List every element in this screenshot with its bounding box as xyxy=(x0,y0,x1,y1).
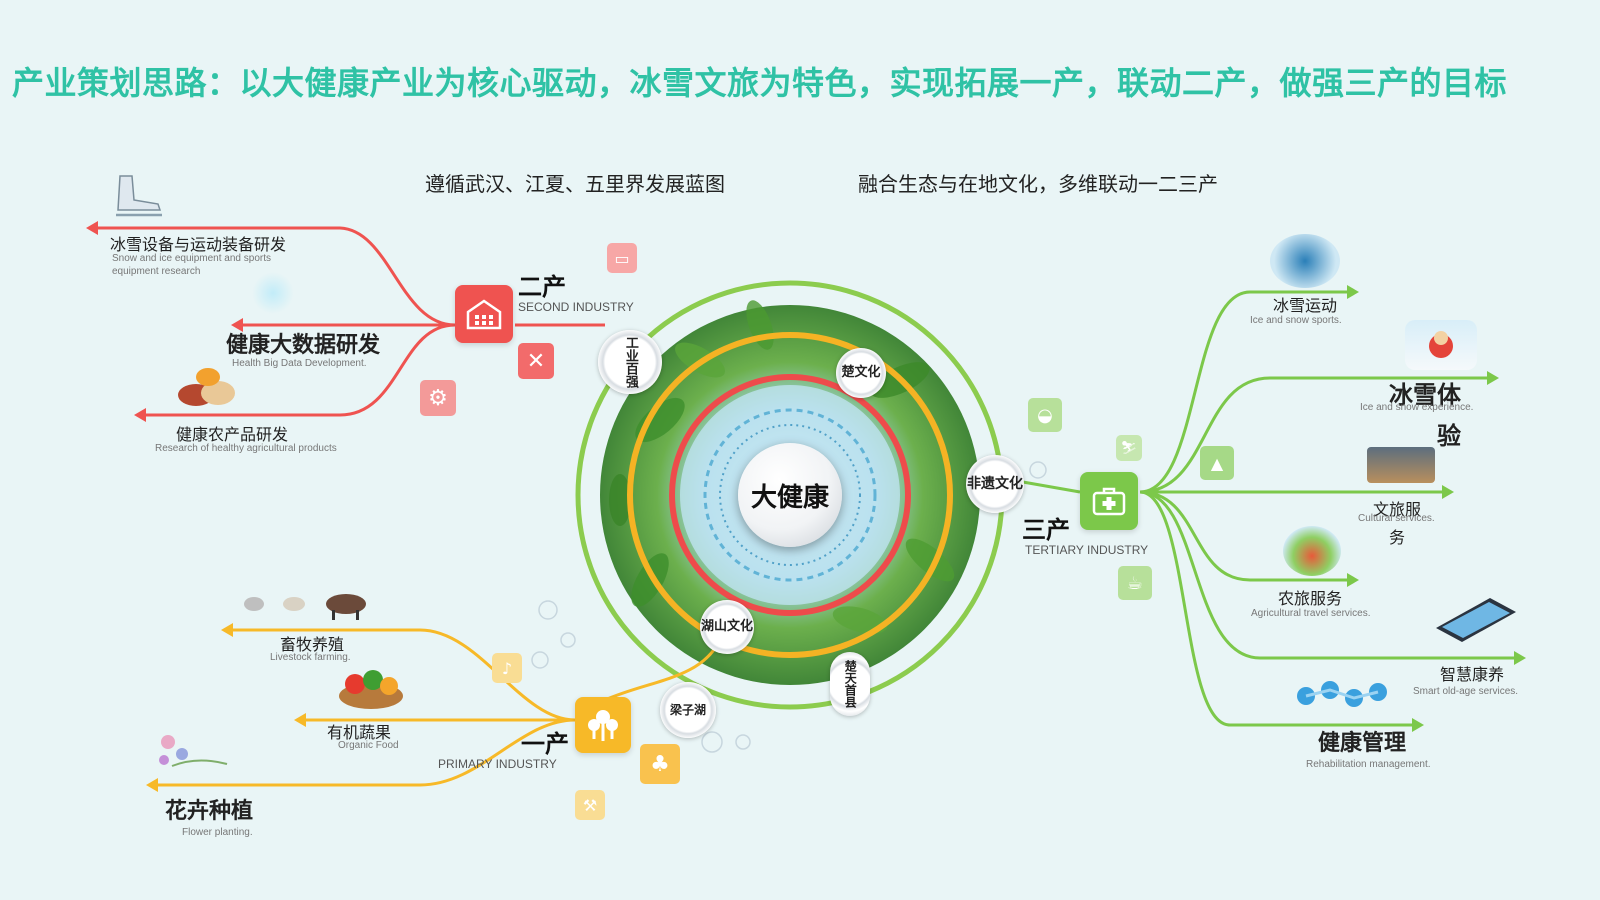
subtitle-left: 遵循武汉、江夏、五里界发展蓝图 xyxy=(425,172,725,196)
coffee-icon: ☕ xyxy=(1118,566,1152,600)
primary-item-1-en: Livestock farming. xyxy=(270,652,351,663)
factory-icon xyxy=(466,299,502,330)
second-item-2-en: Health Big Data Development. xyxy=(232,358,367,369)
tertiary-item-2-label: 冰雪体验 xyxy=(1389,381,1461,450)
settings-icon: ⚙ xyxy=(420,380,456,416)
skates-icon xyxy=(108,172,168,218)
produce-icon xyxy=(176,365,238,409)
culture-node-liangzi-lake: 梁子湖 xyxy=(660,682,716,738)
second-item-2-label: 健康大数据研发 xyxy=(226,333,381,358)
tertiary-industry-name: 三产 xyxy=(1022,516,1070,544)
second-item-3-en: Research of healthy agricultural product… xyxy=(155,443,337,454)
culture-node-chutian: 楚天首县 xyxy=(830,652,870,716)
music-icon: ♪ xyxy=(492,653,522,683)
tertiary-item-4-label: 农旅服务 xyxy=(1278,589,1343,608)
livestock-icon xyxy=(236,588,376,622)
tertiary-industry-arrows xyxy=(1347,285,1526,732)
gardening-icon: ♣ xyxy=(640,744,680,784)
page-title: 产业策划思路：以大健康产业为核心驱动，冰雪文旅为特色，实现拓展一产，联动二产，做… xyxy=(12,64,1508,102)
presentation-icon: ▭ xyxy=(607,243,637,273)
ring-inner xyxy=(669,374,911,616)
primary-item-1-label: 畜牧养殖 xyxy=(280,635,345,654)
primary-item-2-en: Organic Food xyxy=(338,740,399,751)
second-item-1-en: Snow and ice equipment and sports equipm… xyxy=(112,253,271,277)
primary-item-2-label: 有机蔬果 xyxy=(327,723,392,742)
ski-sports-photo xyxy=(1270,234,1340,288)
bowl-icon: ◒ xyxy=(1028,398,1062,432)
subtitle-right: 融合生态与在地文化，多维联动一二三产 xyxy=(858,172,1218,196)
second-industry-arrows xyxy=(86,221,243,422)
tablet-icon xyxy=(1428,594,1520,646)
second-industry-hub[interactable] xyxy=(455,285,513,343)
tertiary-item-3-en: Cultural services. xyxy=(1358,513,1435,524)
tertiary-item-1-label: 冰雪运动 xyxy=(1273,296,1338,315)
ring-middle xyxy=(627,332,953,658)
primary-industry-hub[interactable] xyxy=(575,697,631,753)
second-item-3-label: 健康农产品研发 xyxy=(176,425,289,444)
culture-node-lake-mountain: 湖山文化 xyxy=(700,600,754,654)
agri-travel-photo xyxy=(1283,526,1341,576)
culture-node-heritage: 非遗文化 xyxy=(966,455,1024,513)
center-core: 大健康 xyxy=(738,443,842,547)
culture-node-industry: 工业百强 xyxy=(598,330,662,394)
second-industry-name: 二产 xyxy=(518,273,566,301)
primary-item-3-label: 花卉种植 xyxy=(165,799,254,824)
primary-industry-branches xyxy=(150,628,722,787)
ski-icon: ⛷ xyxy=(1116,435,1142,461)
primary-item-3-en: Flower planting. xyxy=(182,827,253,838)
primary-industry-name: 一产 xyxy=(521,730,569,758)
culture-node-chu: 楚文化 xyxy=(836,348,886,398)
tertiary-industry-name-en: TERTIARY INDUSTRY xyxy=(1025,543,1149,557)
medical-kit-icon xyxy=(1092,487,1126,516)
axe-icon: ⚒ xyxy=(575,790,605,820)
second-item-1-label: 冰雪设备与运动装备研发 xyxy=(110,235,287,254)
tertiary-item-5-label: 智慧康养 xyxy=(1440,665,1505,684)
graduation-icon: ▲ xyxy=(1200,446,1234,480)
second-industry-name-en: SECOND INDUSTRY xyxy=(518,300,634,314)
hex-decoration xyxy=(531,461,1047,753)
tertiary-item-6-en: Rehabilitation management. xyxy=(1306,759,1431,770)
tertiary-item-5-en: Smart old-age services. xyxy=(1413,686,1519,697)
tertiary-item-4-en: Agricultural travel services. xyxy=(1251,608,1371,619)
tertiary-item-3-label: 文旅服务 xyxy=(1372,500,1421,547)
vegetables-icon xyxy=(333,662,409,712)
tertiary-industry-branches xyxy=(999,290,1522,727)
culture-tour-photo xyxy=(1367,447,1435,483)
primary-industry-arrows xyxy=(146,623,306,792)
data-glow-icon xyxy=(252,272,294,314)
flowers-icon xyxy=(152,726,232,776)
snow-experience-photo xyxy=(1405,320,1477,370)
tertiary-item-6-label: 健康管理 xyxy=(1318,731,1407,756)
tree-icon xyxy=(588,710,618,741)
tertiary-industry-hub[interactable] xyxy=(1080,472,1138,530)
tertiary-item-2-en: Ice and snow experience. xyxy=(1360,402,1474,413)
tools-icon: ✕ xyxy=(518,343,554,379)
second-industry-branches xyxy=(90,226,605,417)
health-network-icon xyxy=(1292,676,1392,716)
tertiary-item-1-en: Ice and snow sports. xyxy=(1250,315,1342,326)
primary-industry-name-en: PRIMARY INDUSTRY xyxy=(438,757,557,771)
